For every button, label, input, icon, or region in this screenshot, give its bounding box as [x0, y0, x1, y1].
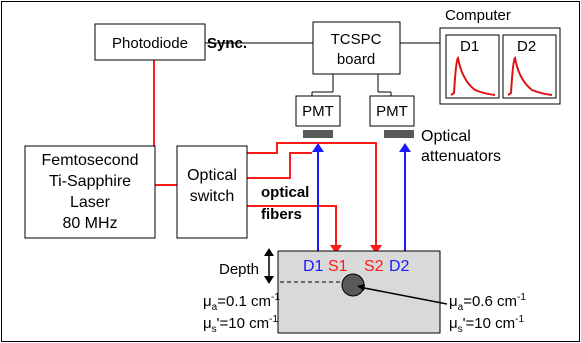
d1-arrowhead — [312, 143, 324, 152]
s1-probe-label: S1 — [328, 258, 348, 275]
screen-d1-label: D1 — [460, 38, 479, 55]
pmt2-label: PMT — [376, 103, 408, 120]
curve-d2-icon — [507, 55, 553, 96]
curve-d1-icon — [450, 55, 496, 96]
pmt1-label: PMT — [302, 103, 334, 120]
photodiode-box — [94, 23, 206, 61]
fibers-label-line2: fibers — [261, 206, 302, 223]
d2-probe-label: D2 — [389, 258, 410, 275]
depth-arrow-icon — [264, 248, 274, 284]
laser-label-line4: 80 MHz — [62, 215, 117, 232]
optical-attenuators-label-line1: Optical — [421, 128, 471, 145]
optical-attenuators-label-line2: attenuators — [421, 148, 501, 165]
background-mua: μa=0.1 cm-1 — [203, 292, 280, 313]
d2-arrowhead — [399, 143, 411, 152]
switch-label-line2: switch — [190, 188, 234, 205]
s2-arrowhead — [370, 245, 382, 254]
pmt1-box — [295, 95, 341, 127]
pmt2-box — [369, 95, 415, 127]
inclusion — [341, 273, 365, 297]
fibers-label-line1: optical — [261, 184, 309, 201]
detection-lines — [317, 150, 406, 252]
computer-label: Computer — [445, 7, 511, 24]
tcspc-label-line1: TCSPC — [331, 31, 382, 48]
tcspc-board-box — [312, 21, 401, 75]
s2-probe-label: S2 — [364, 258, 384, 275]
sync-label: Sync. — [207, 35, 247, 52]
s1-arrowhead — [330, 245, 342, 254]
inclusion-pointer-arrowhead — [357, 284, 365, 291]
signal-lines — [205, 42, 440, 96]
laser-box — [24, 145, 156, 239]
background-mus: μs'=10 cm-1 — [203, 314, 278, 335]
depth-label: Depth — [219, 261, 259, 278]
laser-label-line1: Femtosecond — [42, 152, 139, 169]
optical-switch-box — [176, 145, 248, 239]
attenuator-2 — [384, 130, 414, 138]
inclusion-mua: μa=0.6 cm-1 — [449, 292, 526, 313]
tcspc-label-line2: board — [337, 51, 375, 68]
inclusion-pointer — [358, 286, 448, 305]
laser-label-line2: Ti-Sapphire — [49, 173, 131, 190]
laser-label-line3: Laser — [70, 194, 111, 211]
d1-probe-label: D1 — [303, 258, 324, 275]
inclusion-mus: μs'=10 cm-1 — [449, 314, 524, 335]
photodiode-label: Photodiode — [112, 35, 188, 52]
tissue-phantom — [277, 250, 441, 334]
attenuator-1 — [303, 130, 333, 138]
switch-label-line1: Optical — [187, 167, 237, 184]
screen-d2-label: D2 — [517, 38, 536, 55]
